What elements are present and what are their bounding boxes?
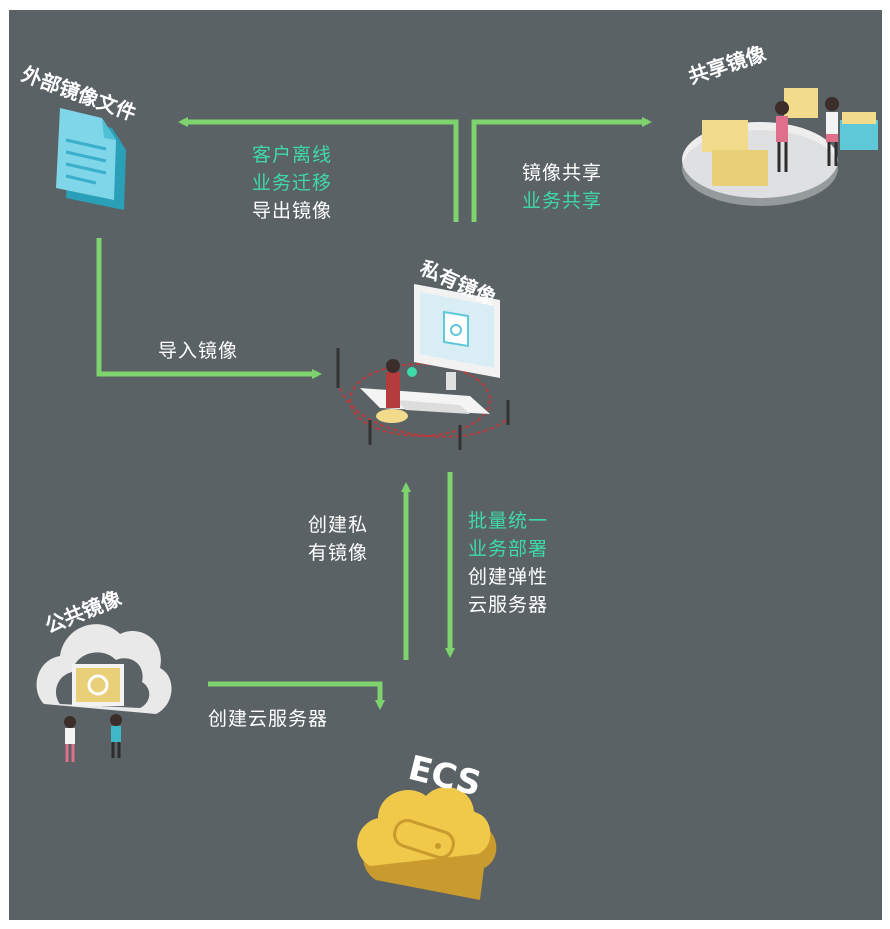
shared-platform-icon: [682, 88, 878, 206]
create-private-label-line2: 有镜像: [308, 542, 369, 564]
ecs-cloud-icon: [357, 787, 497, 900]
create-server-label: 创建云服务器: [208, 708, 329, 730]
share-label-line2: 业务共享: [522, 190, 603, 212]
export-label-line3: 导出镜像: [252, 200, 333, 222]
export-label-line2: 业务迁移: [252, 172, 333, 194]
batch-deploy-label-line3: 创建弹性: [468, 566, 549, 588]
document-icon: [56, 108, 126, 210]
arrow-import: [96, 238, 322, 379]
import-label: 导入镜像: [158, 340, 239, 362]
export-label-line1: 客户离线: [252, 144, 333, 166]
create-private-label-line1: 创建私: [308, 514, 369, 536]
arrow-share: [471, 117, 652, 222]
share-label-line1: 镜像共享: [522, 162, 603, 184]
arrow-create-server: [208, 681, 385, 710]
public-cloud-icon: [36, 624, 172, 762]
arrow-export: [178, 117, 459, 222]
computer-desk-icon: [336, 284, 510, 450]
batch-deploy-label-line1: 批量统一: [468, 510, 549, 532]
batch-deploy-label-line2: 业务部署: [468, 538, 549, 560]
batch-deploy-label-line4: 云服务器: [468, 594, 549, 616]
